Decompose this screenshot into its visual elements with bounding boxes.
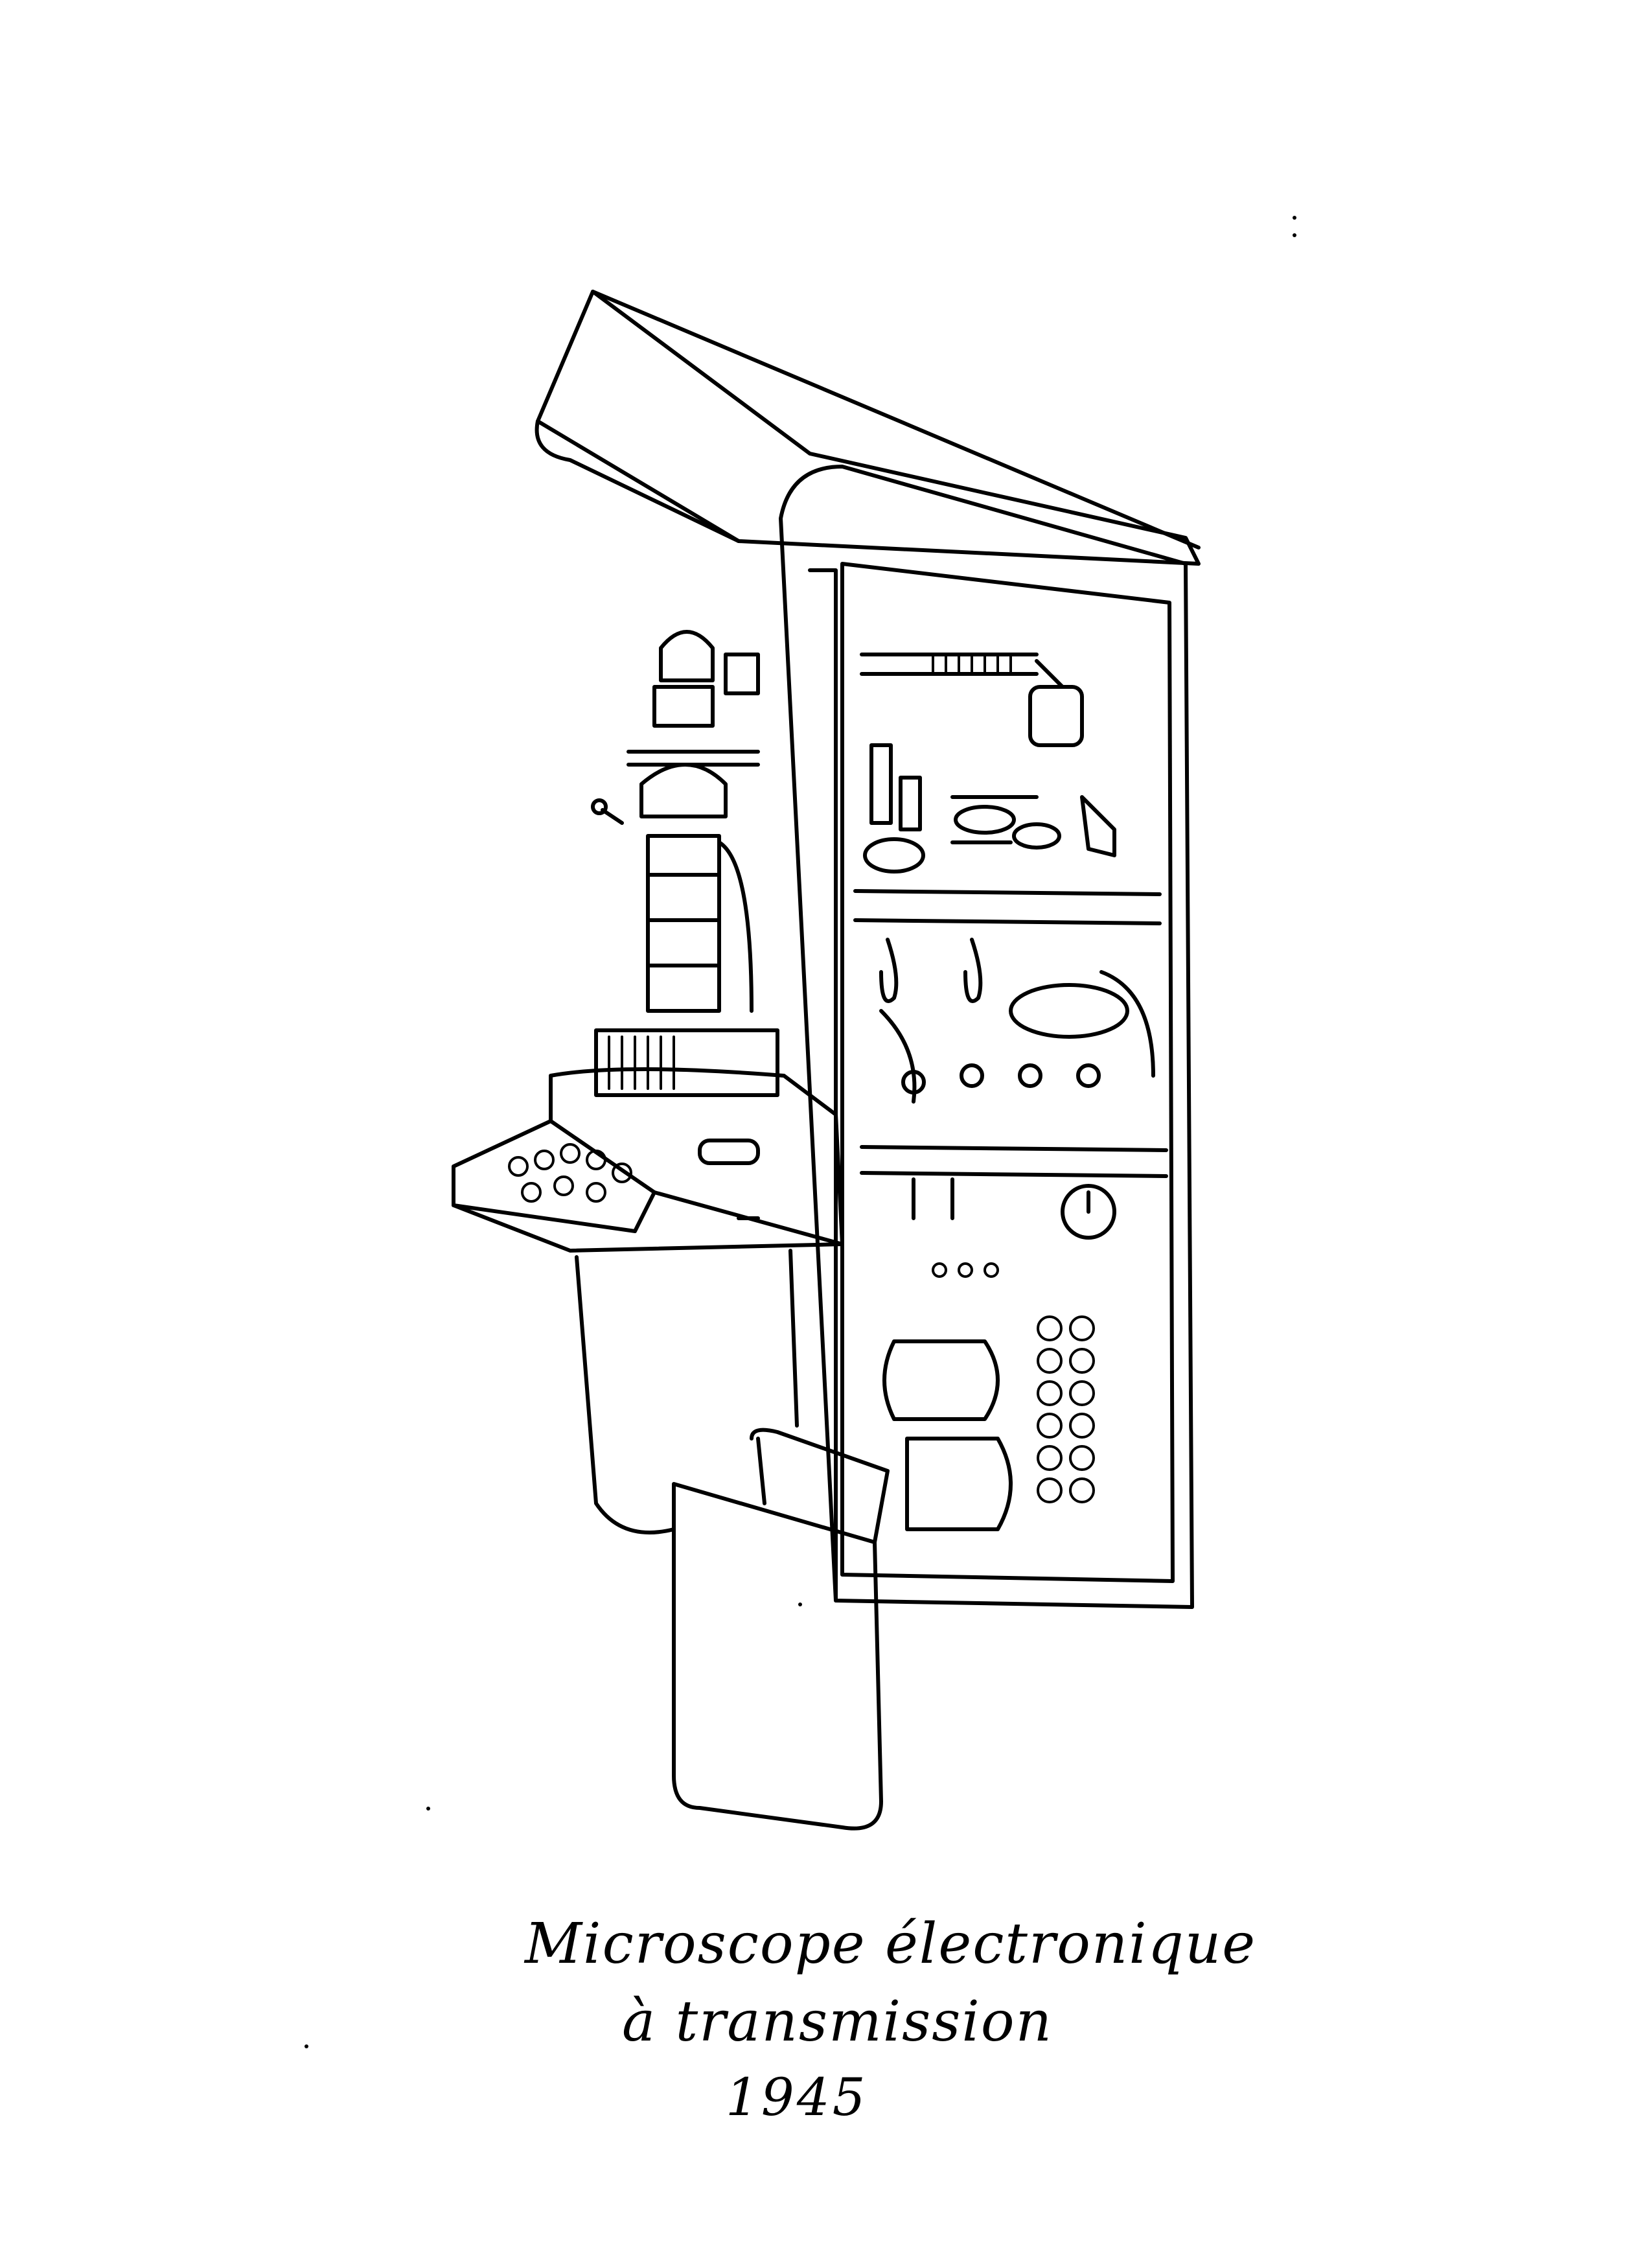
overhead-arm <box>535 290 1201 566</box>
ink-speck <box>305 2044 308 2048</box>
microscope-column <box>591 630 779 1097</box>
front-bin <box>672 1428 890 1831</box>
switch-panel <box>1037 1315 1095 1503</box>
console-buttons <box>508 1143 632 1203</box>
ink-speck <box>426 1807 430 1811</box>
caption-line-2: à transmission <box>622 1989 1053 2054</box>
ink-speck <box>1293 216 1296 220</box>
caption-line-1: Microscope électronique <box>525 1912 1257 1976</box>
caption-year: 1945 <box>726 2067 868 2127</box>
ink-speck <box>798 1603 802 1606</box>
console-desk <box>452 1067 844 1253</box>
ink-speck <box>1293 233 1296 237</box>
pedestal <box>575 1249 799 1534</box>
main-cabinet <box>779 465 1194 1609</box>
